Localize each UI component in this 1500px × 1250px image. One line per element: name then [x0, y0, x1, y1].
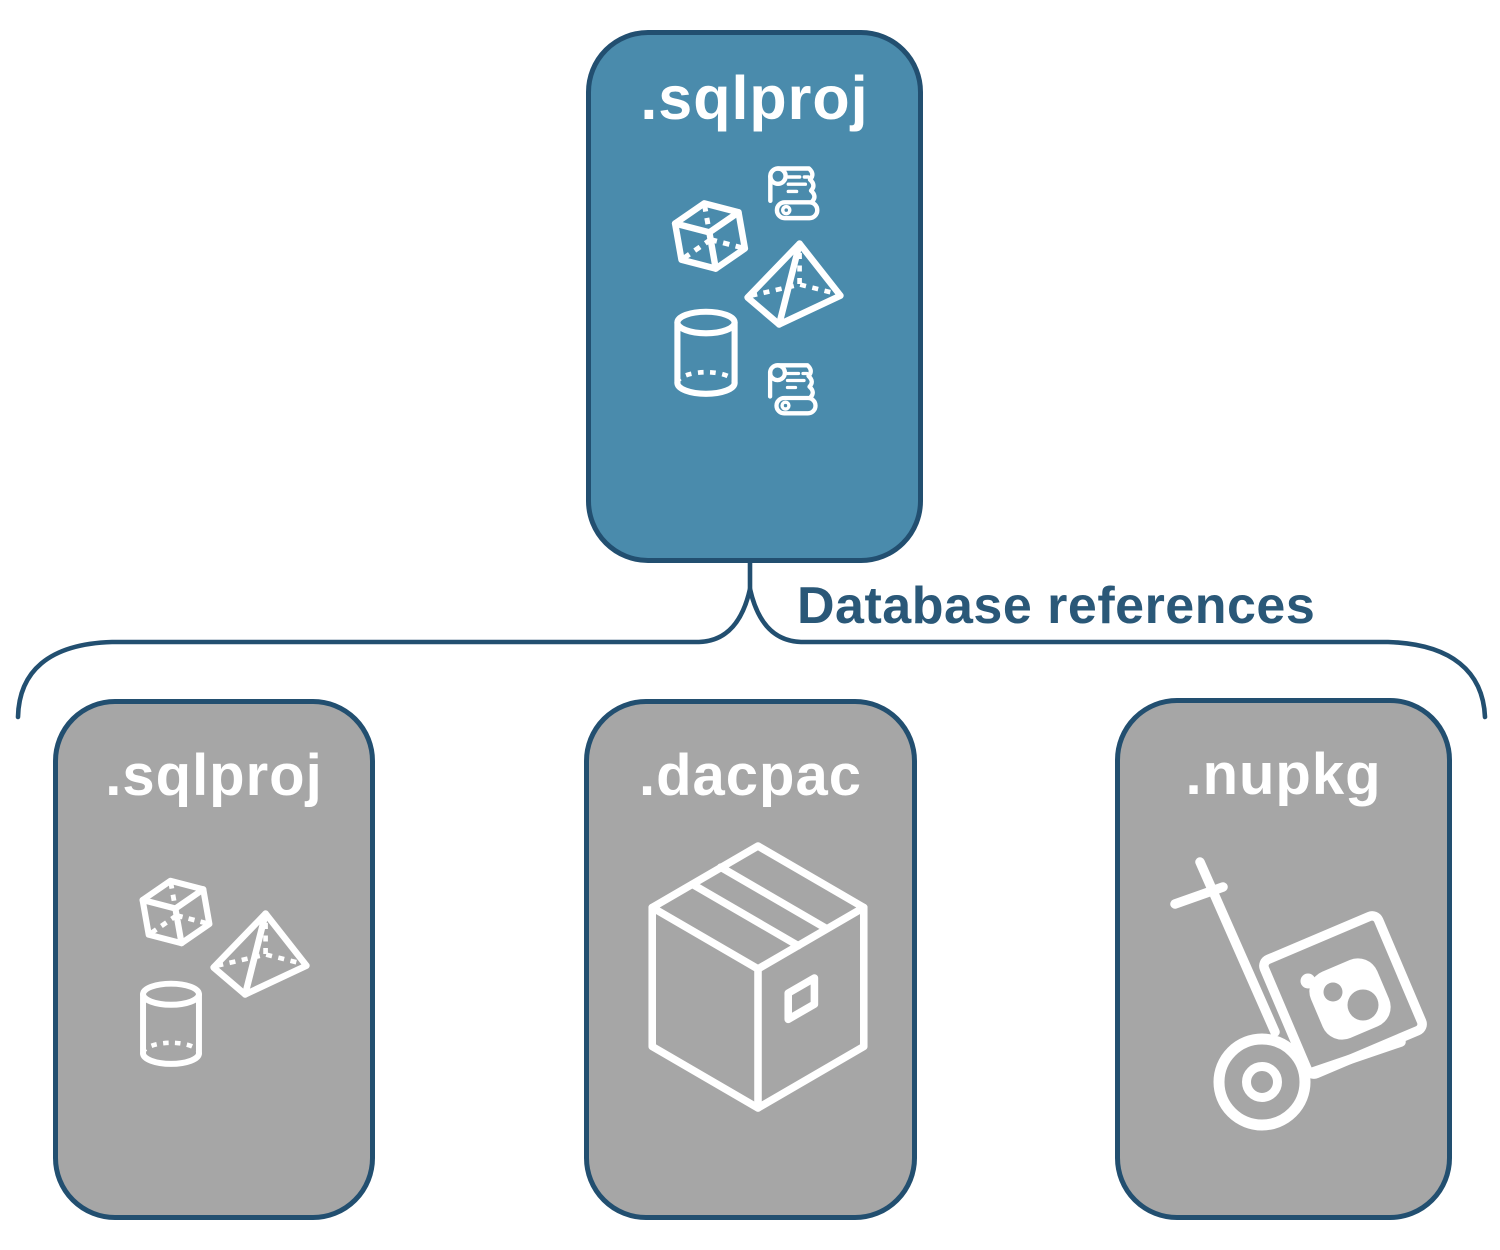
cylinder-icon: [136, 980, 206, 1068]
package-box-icon: [637, 840, 879, 1114]
child-card-title: .nupkg: [1185, 742, 1382, 807]
pyramid-icon: [208, 908, 312, 1001]
sql-script-scroll-icon: [763, 163, 825, 223]
child-card-title: .sqlproj: [105, 743, 323, 808]
connector-label: Database references: [797, 577, 1316, 635]
child-card-dacpac: .dacpac: [584, 699, 917, 1220]
cube-icon: [664, 188, 756, 284]
cylinder-icon: [670, 308, 742, 398]
child-card-title: .dacpac: [639, 743, 862, 808]
child-card-nupkg: .nupkg: [1115, 698, 1452, 1220]
pyramid-icon: [742, 238, 846, 331]
cube-icon: [132, 866, 220, 958]
child-card-sqlproj: .sqlproj: [53, 699, 375, 1220]
nuget-hand-truck-icon: [1165, 855, 1455, 1140]
nuget-logo: [1300, 958, 1391, 1040]
sql-script-scroll-icon: [763, 360, 823, 418]
root-card-sqlproj: .sqlproj: [586, 30, 923, 563]
root-card-title: .sqlproj: [640, 64, 869, 132]
